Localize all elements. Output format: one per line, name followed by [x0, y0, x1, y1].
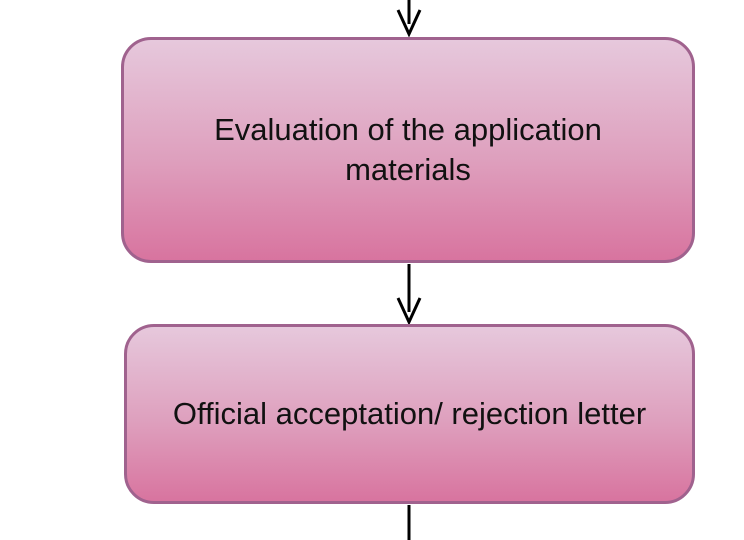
- edge-evaluation-to-decision-letter: [396, 264, 422, 326]
- flow-node-decision-letter: Official acceptation/ rejection letter: [124, 324, 695, 504]
- edge-incoming-to-evaluation: [396, 0, 422, 38]
- flow-node-evaluation-label: Evaluation of the application materials: [214, 112, 602, 187]
- flow-node-evaluation: Evaluation of the application materials: [121, 37, 695, 263]
- flow-node-decision-letter-label: Official acceptation/ rejection letter: [172, 396, 647, 431]
